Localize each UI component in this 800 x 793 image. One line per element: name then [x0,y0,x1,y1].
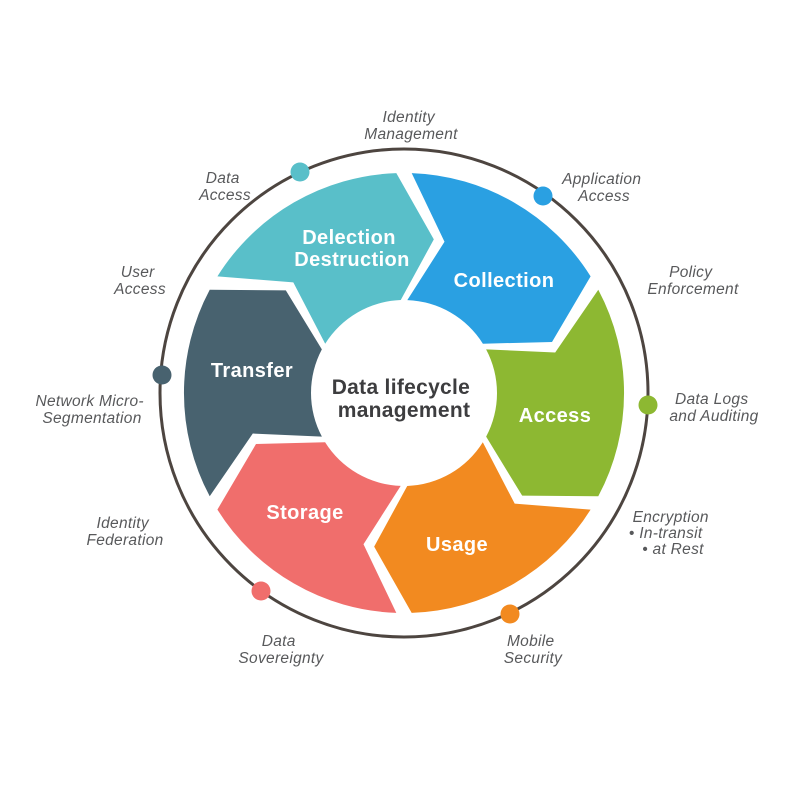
outer-label-line: Data Logs [675,391,748,408]
outer-label-line: Security [504,650,563,667]
outer-label-policy-enforcement: Policy Enforcement [647,264,739,298]
access-dot [638,395,658,415]
segment-label-usage: Usage [426,534,488,556]
center-title-line2: management [338,399,471,422]
segment-label-transfer: Transfer [211,360,293,382]
outer-label-line: Sovereignty [238,650,324,667]
outer-label-line: • In-transit [629,525,703,542]
outer-label-line: and Auditing [669,408,758,425]
outer-label-line: Access [113,281,166,298]
center-circle [313,302,495,484]
storage-dot [251,581,271,601]
outer-label-line: Application [561,171,641,188]
outer-label-identity-management: Identity Management [364,109,458,143]
outer-label-line: Federation [86,532,163,549]
segment-label-collection: Collection [454,270,555,292]
segment-label-access: Access [519,405,591,427]
outer-label-line: Identity [383,109,436,126]
segment-label-storage: Storage [266,502,343,524]
outer-label-application-access: Application Access [561,171,646,205]
collection-dot [533,186,553,206]
center-title: Data lifecycle management [332,376,477,422]
outer-label-data-logs-auditing: Data Logs and Auditing [669,391,758,425]
outer-label-line: User [121,264,155,281]
outer-labels: Identity Management Application Access P… [35,109,758,667]
outer-label-data-access: Data Access [198,170,251,204]
outer-label-network-micro-segmentation: Network Micro- Segmentation [35,393,148,427]
outer-label-line: Management [364,126,458,143]
outer-label-identity-federation: Identity Federation [86,515,163,549]
ring-dots [152,162,658,624]
outer-label-line: Network Micro- [35,393,143,410]
transfer-dot [152,365,172,385]
outer-label-line: Mobile [507,633,555,650]
outer-label-encryption: Encryption • In-transit • at Rest [629,509,714,558]
outer-label-data-sovereignty: Data Sovereignty [238,633,324,667]
segment-label-deletion-line2: Destruction [294,249,410,271]
outer-label-line: Access [577,188,630,205]
outer-label-line: Segmentation [42,410,141,427]
segment-label-deletion-line1: Delection [302,227,396,249]
outer-label-line: Encryption [633,509,709,526]
deletion-dot [290,162,310,182]
outer-label-line: Data [262,633,296,650]
outer-label-line: Access [198,187,251,204]
segment-label-deletion-destruction: Delection Destruction [294,227,410,271]
segment-labels: Collection Access Usage Storage Transfer… [211,227,591,556]
outer-label-line: Policy [669,264,713,281]
outer-label-line: • at Rest [642,541,704,558]
usage-dot [500,604,520,624]
center-title-line1: Data lifecycle [332,376,470,399]
outer-label-line: Enforcement [647,281,739,298]
outer-label-line: Identity [97,515,150,532]
outer-label-user-access: User Access [113,264,166,298]
outer-label-line: Data [206,170,240,187]
outer-label-mobile-security: Mobile Security [504,633,563,667]
outer-ring-circle [158,147,650,639]
